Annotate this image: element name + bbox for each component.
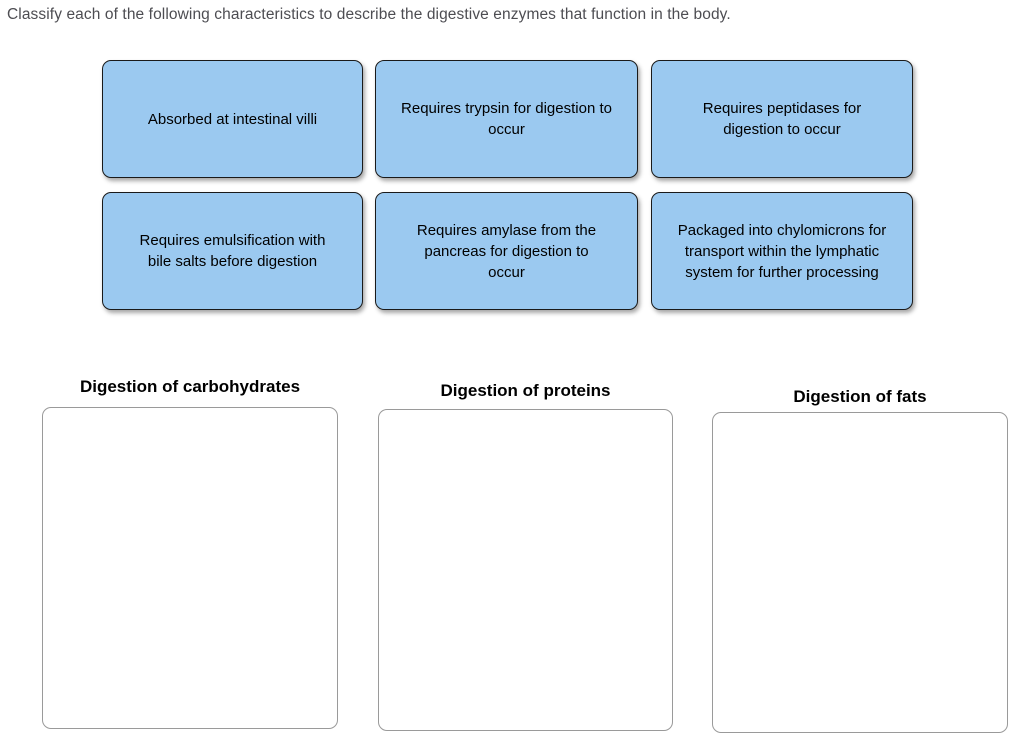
card-label: Requires amylase from the pancreas for d…: [416, 221, 597, 281]
card-label: Absorbed at intestinal villi: [147, 110, 318, 128]
characteristic-card-peptidases[interactable]: Requires peptidases for digestion to occ…: [651, 60, 913, 178]
category-header-proteins: Digestion of proteins: [440, 381, 611, 400]
card-label: Requires emulsification with bile salts …: [139, 232, 326, 270]
dropzone-digestion-of-fats[interactable]: [712, 412, 1008, 733]
category-header-fats: Digestion of fats: [793, 387, 927, 406]
characteristic-card-chylomicrons[interactable]: Packaged into chylomicrons for transport…: [651, 192, 913, 310]
characteristic-card-bile-salts[interactable]: Requires emulsification with bile salts …: [102, 192, 363, 310]
dropzone-digestion-of-carbohydrates[interactable]: [42, 407, 338, 729]
category-header-carbohydrates: Digestion of carbohydrates: [79, 377, 301, 396]
characteristic-card-absorbed-villi[interactable]: Absorbed at intestinal villi: [102, 60, 363, 178]
dropzone-digestion-of-proteins[interactable]: [378, 409, 673, 731]
characteristic-card-trypsin[interactable]: Requires trypsin for digestion to occur: [375, 60, 638, 178]
instruction-text: Classify each of the following character…: [7, 6, 731, 23]
card-label: Requires trypsin for digestion to occur: [401, 100, 612, 138]
card-label: Packaged into chylomicrons for transport…: [677, 221, 887, 281]
characteristic-card-amylase[interactable]: Requires amylase from the pancreas for d…: [375, 192, 638, 310]
card-label: Requires peptidases for digestion to occ…: [702, 100, 862, 138]
